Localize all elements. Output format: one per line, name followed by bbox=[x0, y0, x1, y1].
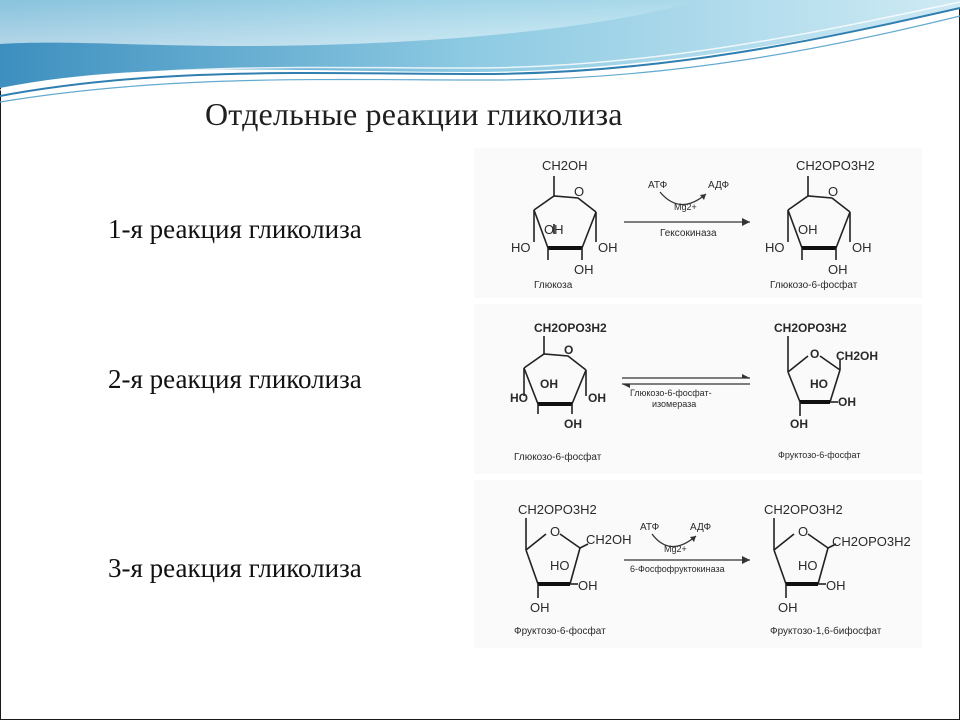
g6p-right-oh: OH bbox=[852, 240, 872, 255]
reaction-3-scheme: CH2OPO3H2 O CH2OH HO OH OH Фруктозо-6-фо… bbox=[474, 480, 922, 648]
glucose-left-oh: HO bbox=[511, 240, 531, 255]
wave-header-decoration bbox=[0, 0, 960, 103]
atp-label-2: АТФ bbox=[640, 522, 660, 533]
g6p2-left-oh: HO bbox=[510, 391, 528, 405]
f6p-ring-oxygen: O bbox=[810, 347, 819, 361]
f16bp-side-group: CH2OPO3H2 bbox=[832, 534, 911, 549]
glucose-bottom-oh: OH bbox=[574, 262, 594, 277]
adp-label-2: АДФ bbox=[690, 522, 712, 533]
f16bp-right-oh: OH bbox=[826, 578, 846, 593]
g6p2-ring-oxygen: O bbox=[564, 343, 573, 357]
reaction-2-scheme: CH2OPO3H2 O HO OH OH OH Глюкозо-6-фосфат… bbox=[474, 304, 922, 474]
f6p2-bottom-oh: OH bbox=[530, 600, 550, 615]
reaction-1-label: 1-я реакция гликолиза bbox=[108, 214, 362, 244]
fructose-6-phosphate-structure: CH2OPO3H2 O CH2OH HO OH OH Фруктозо-6-фо… bbox=[774, 321, 878, 460]
fructose-1-6-bisphosphate-structure: CH2OPO3H2 O CH2OPO3H2 HO OH OH Фруктозо-… bbox=[764, 502, 911, 637]
adp-label: АДФ bbox=[708, 180, 730, 191]
g6p-top-group: CH2OPO3H2 bbox=[796, 158, 875, 173]
hexokinase-arrow: АТФ АДФ Mg2+ Гексокиназа bbox=[624, 180, 750, 239]
glucose-name: Глюкоза bbox=[534, 280, 573, 291]
f6p2-right-oh: OH bbox=[578, 578, 598, 593]
g6p2-name: Глюкозо-6-фосфат bbox=[514, 451, 602, 463]
f6p2-inner-ho: HO bbox=[550, 558, 570, 573]
phosphofructokinase-arrow: АТФ АДФ Mg2+ 6-Фосфофруктокиназа bbox=[624, 522, 750, 574]
g6p-bottom-oh: OH bbox=[828, 262, 848, 277]
g6p-left-oh: HO bbox=[765, 240, 785, 255]
isomerase-arrows: Глюкозо-6-фосфат- изомераза bbox=[622, 374, 750, 409]
reaction-1-scheme: CH2OH O HO OH OH OH Глюкоза АТФ АДФ Mg2+ bbox=[474, 148, 922, 298]
g6p2-right-oh: OH bbox=[588, 391, 606, 405]
g6p2-inner-oh: OH bbox=[540, 377, 558, 391]
glucose-6-phosphate-structure-2: CH2OPO3H2 O HO OH OH OH Глюкозо-6-фосфат bbox=[510, 321, 607, 463]
glucose-inner-oh: OH bbox=[544, 222, 564, 237]
f6p2-side-group: CH2OH bbox=[586, 532, 632, 547]
magnesium-label-2: Mg2+ bbox=[664, 544, 687, 554]
reaction-3-label: 3-я реакция гликолиза bbox=[108, 553, 362, 583]
f6p-inner-ho: HO bbox=[810, 377, 828, 391]
f6p2-name: Фруктозо-6-фосфат bbox=[514, 625, 606, 637]
fructose-6-phosphate-structure-2: CH2OPO3H2 O CH2OH HO OH OH Фруктозо-6-фо… bbox=[514, 502, 632, 637]
magnesium-label: Mg2+ bbox=[674, 202, 697, 212]
g6p-ring-oxygen: O bbox=[828, 184, 838, 199]
atp-label: АТФ bbox=[648, 180, 668, 191]
glucose-top-group: CH2OH bbox=[542, 158, 588, 173]
enzyme-phosphofructokinase: 6-Фосфофруктокиназа bbox=[630, 564, 725, 574]
f6p2-ring-oxygen: O bbox=[550, 524, 560, 539]
g6p2-bottom-oh: OH bbox=[564, 417, 582, 431]
glucose-ring-oxygen: O bbox=[574, 184, 584, 199]
slide-title: Отдельные реакции гликолиза bbox=[205, 96, 623, 132]
f16bp-bottom-oh: OH bbox=[778, 600, 798, 615]
glucose-6-phosphate-structure: CH2OPO3H2 O HO OH OH OH Глюкозо-6-фосфат bbox=[765, 158, 875, 291]
glucose-structure: CH2OH O HO OH OH OH Глюкоза bbox=[511, 158, 618, 291]
f6p-right-oh: OH bbox=[838, 395, 856, 409]
f6p-top-group: CH2OPO3H2 bbox=[774, 321, 847, 335]
f16bp-top-group: CH2OPO3H2 bbox=[764, 502, 843, 517]
reaction-2-label: 2-я реакция гликолиза bbox=[108, 364, 362, 394]
enzyme-hexokinase: Гексокиназа bbox=[660, 228, 717, 239]
g6p2-top-group: CH2OPO3H2 bbox=[534, 321, 607, 335]
f6p-bottom-oh: OH bbox=[790, 417, 808, 431]
f16bp-name: Фруктозо-1,6-бифосфат bbox=[770, 625, 882, 637]
f6p-side-group: CH2OH bbox=[836, 349, 878, 363]
isomerase-name-line1: Глюкозо-6-фосфат- bbox=[630, 388, 712, 398]
f16bp-inner-ho: HO bbox=[798, 558, 818, 573]
f6p-name: Фруктозо-6-фосфат bbox=[778, 450, 861, 460]
isomerase-name-line2: изомераза bbox=[652, 399, 696, 409]
f6p2-top-group: CH2OPO3H2 bbox=[518, 502, 597, 517]
g6p-name: Глюкозо-6-фосфат bbox=[770, 279, 858, 291]
glucose-right-oh: OH bbox=[598, 240, 618, 255]
g6p-inner-oh: OH bbox=[798, 222, 818, 237]
f16bp-ring-oxygen: O bbox=[798, 524, 808, 539]
